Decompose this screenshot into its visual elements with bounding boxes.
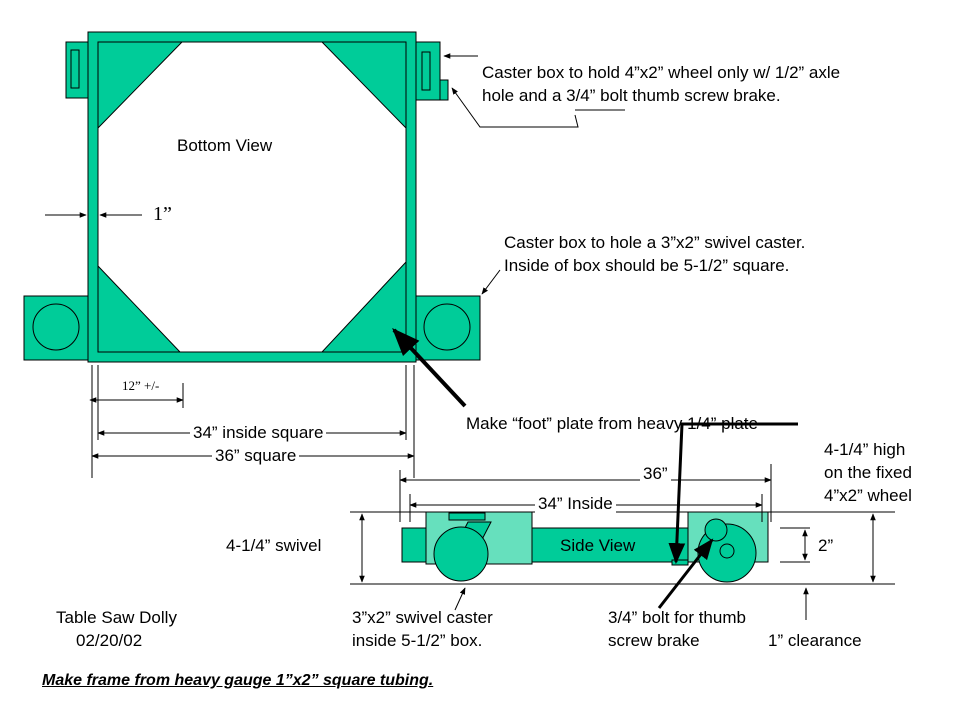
note-fixed-caster-line2: hole and a 3/4” bolt thumb screw brake. [482, 86, 781, 105]
corner-plate-bottom-left [97, 264, 182, 353]
footer-note: Make frame from heavy gauge 1”x2” square… [42, 672, 434, 689]
thumb-screw-brake [439, 79, 449, 101]
dimension-12-inch: 12” +/- [122, 378, 160, 393]
dimension-36-square: 36” square [212, 446, 300, 466]
side-left-height: 4-1/4” swivel [226, 536, 322, 555]
swivel-caster-note-line2: inside 5-1/2” box. [352, 631, 483, 650]
bottom-view-frame [23, 31, 481, 363]
note-swivel-box-line2: Inside of box should be 5-1/2” square. [504, 256, 790, 275]
bolt-note-line1: 3/4” bolt for thumb [608, 608, 746, 627]
bottom-view-title: Bottom View [177, 136, 273, 155]
swivel-caster-wheel-side [433, 526, 489, 582]
fixed-caster-slot-right [421, 51, 431, 91]
note-leaders [392, 53, 625, 408]
note-foot-plate: Make “foot” plate from heavy 1/4” plate [466, 414, 758, 433]
corner-plate-top-left [97, 41, 184, 130]
swivel-caster-wheel-left [32, 303, 80, 351]
corner-plate-top-right [320, 41, 407, 130]
swivel-caster-note-line1: 3”x2” swivel caster [352, 608, 493, 627]
bolt-note-line2: screw brake [608, 631, 700, 650]
side-view-title: Side View [560, 536, 636, 555]
dimension-34-inside-square: 34” inside square [190, 423, 327, 443]
side-right-height-line2: on the fixed [824, 463, 912, 482]
note-fixed-caster-line1: Caster box to hold 4”x2” wheel only w/ 1… [482, 63, 841, 82]
side-right-height-line3: 4”x2” wheel [824, 486, 912, 505]
side-dimension-34-inside: 34” Inside [535, 494, 616, 514]
wall-thickness-dimension: 1” [153, 203, 172, 225]
title-block-name: Table Saw Dolly [56, 608, 177, 627]
side-dimension-2: 2” [818, 536, 834, 555]
axle-hole-side [719, 543, 735, 559]
swivel-caster-mount-plate [448, 512, 486, 521]
foot-plate-side [671, 559, 689, 566]
corner-plate-bottom-right [320, 260, 407, 353]
note-swivel-box-line1: Caster box to hole a 3”x2” swivel caster… [504, 233, 806, 252]
side-dimension-36: 36” [640, 464, 671, 484]
clearance-note: 1” clearance [768, 631, 862, 650]
fixed-caster-slot-left [70, 49, 80, 89]
side-right-height-line1: 4-1/4” high [824, 440, 906, 459]
swivel-caster-wheel-right [423, 303, 471, 351]
title-block-date: 02/20/02 [76, 631, 143, 650]
thumb-screw-bolt-side [704, 518, 728, 542]
